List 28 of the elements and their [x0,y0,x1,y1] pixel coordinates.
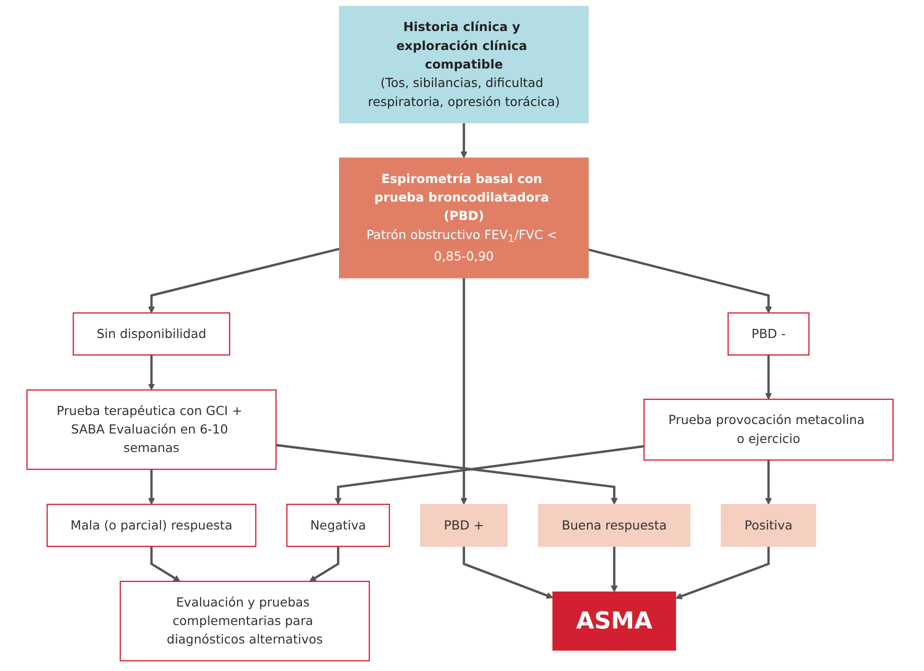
arrow [150,546,180,582]
arrow [610,546,618,592]
arrow [334,445,644,505]
arrow [309,546,340,582]
arrow [462,546,554,599]
node-box: PBD - [728,312,810,356]
node-box: Historia clínica y exploración clínica compatible (Tos, sibilancias, dificultad respiratoria, opresión torácica) [339,6,589,124]
arrow [148,354,155,390]
arrow [588,248,772,314]
node-box: Prueba terapéutica con GCI + SABA Evaluación en 6-10 semanas [26,389,277,470]
node-box: ASMA [552,592,676,651]
arrow [460,278,468,505]
arrow [675,546,770,600]
node-box: Mala (o parcial) respuesta [46,504,256,547]
node-box: Evaluación y pruebas complementarias para diagnósticos alternativos [120,580,370,662]
node-box: Positiva [720,504,816,547]
node-box: PBD + [420,504,508,547]
arrow [276,444,618,505]
arrow [765,354,772,400]
node-box: Prueba provocación metacolina o ejercicio [643,398,894,461]
node-box: Negativa [286,504,390,547]
node-box: Sin disponibilidad [72,312,230,356]
arrow [148,469,155,505]
node-box: Espirometría basal con prueba broncodilatadora (PBD) Patrón obstructivo FEV$_{1}$/FVC < 0,85-0,90 [339,158,589,278]
arrow [765,460,772,505]
node-box: Buena respuesta [538,504,690,547]
arrow [460,122,468,158]
arrow [148,248,340,314]
